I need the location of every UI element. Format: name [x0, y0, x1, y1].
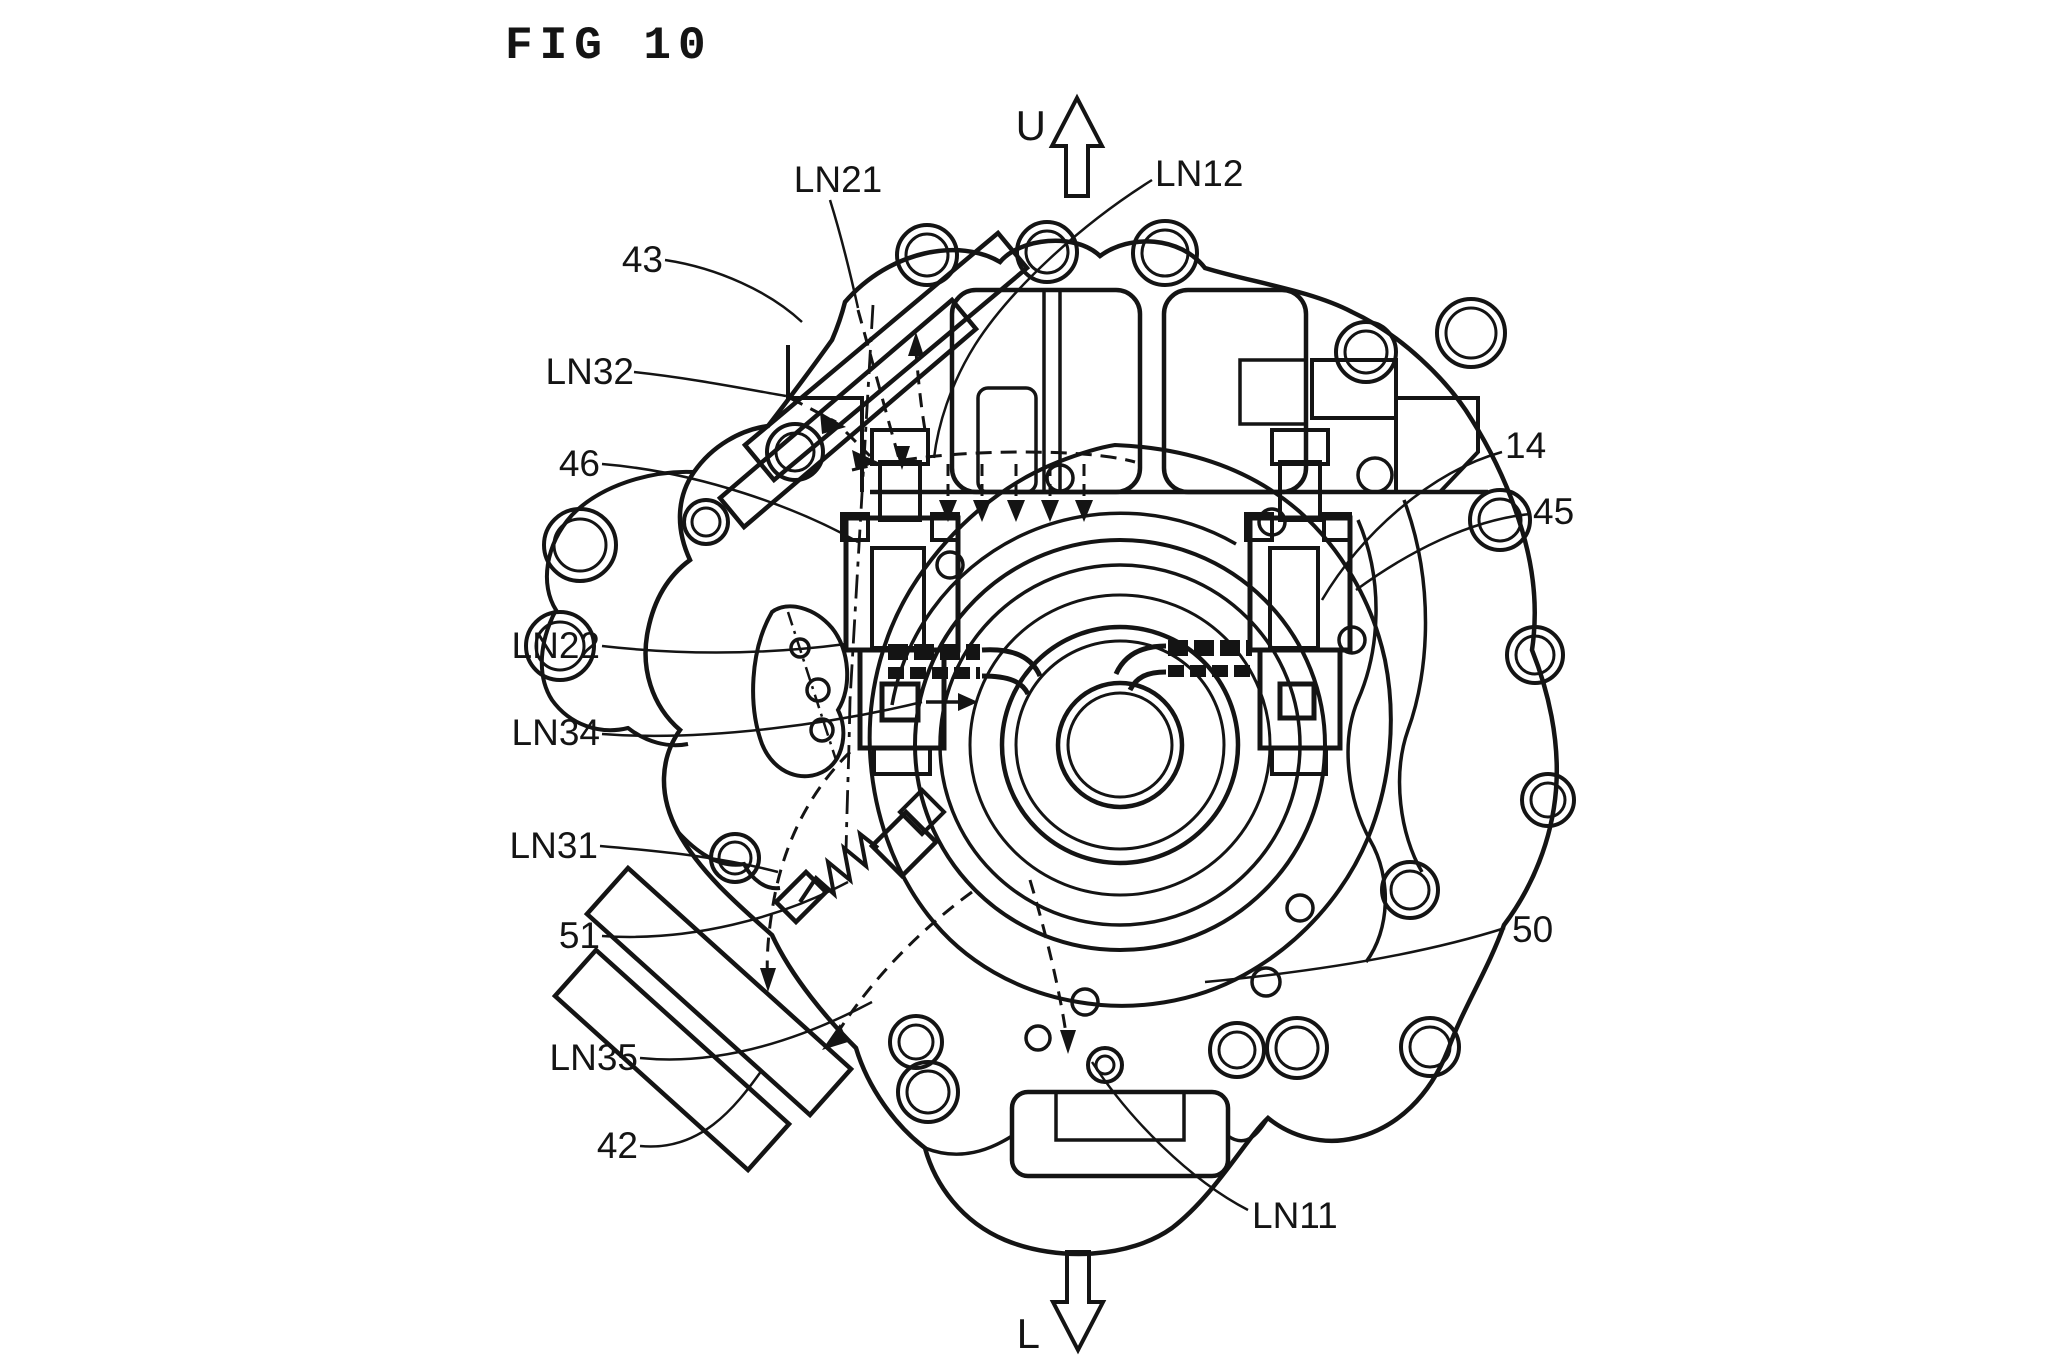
cam-plate-rollers: [751, 604, 850, 779]
label-45: 45: [1533, 491, 1574, 532]
label-42: 42: [597, 1125, 638, 1166]
label-LN34: LN34: [512, 712, 600, 753]
bolt-holes: [524, 219, 1576, 1124]
lower-bracket-rails: [551, 864, 855, 1174]
figure-labels: FIG 10 U L LN21 LN12 43 LN32 46 14 45 LN…: [505, 20, 1574, 1357]
label-14: 14: [1505, 425, 1546, 466]
spray-down-arrows: [939, 464, 1093, 522]
label-LN12: LN12: [1155, 153, 1243, 194]
down-arrow-icon: [1049, 1250, 1107, 1355]
top-mount-blocks: [786, 287, 1488, 495]
label-LN31: LN31: [510, 825, 598, 866]
label-43: 43: [622, 239, 663, 280]
label-LN35: LN35: [550, 1037, 638, 1078]
left-actuator-assembly: [840, 428, 1043, 776]
figure-title: FIG 10: [505, 20, 713, 72]
lubricant-flow-lines: [760, 304, 1136, 1054]
label-50: 50: [1512, 909, 1553, 950]
label-LN11: LN11: [1252, 1195, 1338, 1236]
up-arrow-icon: [1048, 93, 1106, 198]
pump-pocket: [867, 442, 1393, 1084]
label-46: 46: [559, 443, 600, 484]
label-51: 51: [559, 915, 600, 956]
right-actuator-assembly: [1113, 428, 1353, 776]
leader-lines: [599, 178, 1531, 1212]
label-LN22: LN22: [512, 625, 600, 666]
orientation-arrows: [1048, 93, 1107, 1355]
transmission-housing-outline: [539, 238, 1560, 1257]
label-LN32: LN32: [546, 351, 634, 392]
direction-down-label: L: [1017, 1310, 1040, 1357]
label-LN21: LN21: [794, 159, 882, 200]
direction-up-label: U: [1016, 102, 1046, 149]
